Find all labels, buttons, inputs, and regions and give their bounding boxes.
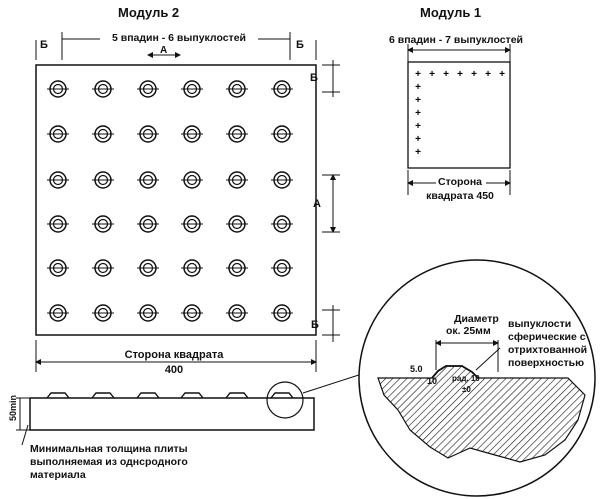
module2-plate bbox=[35, 64, 317, 336]
stud bbox=[92, 171, 114, 189]
section-bump bbox=[270, 392, 294, 399]
section-bumps bbox=[46, 392, 294, 399]
section-bump bbox=[180, 392, 204, 399]
stud bbox=[47, 80, 69, 98]
detail-desc-line4: поверхностью bbox=[508, 357, 584, 369]
module2-b-label-top-right: Б bbox=[310, 72, 318, 84]
module2-b-label-left: Б bbox=[40, 39, 48, 51]
plus-mark: + bbox=[457, 69, 463, 80]
detail-callout-circle bbox=[266, 381, 304, 419]
detail-desc-line3: отрихтованной bbox=[508, 344, 587, 356]
section-note-line1: Минимальная толщина плиты bbox=[30, 443, 188, 455]
detail-desc-line2: сферические с bbox=[508, 331, 586, 343]
stud bbox=[226, 304, 248, 322]
stud bbox=[271, 171, 293, 189]
detail-diam-line1: Диаметр bbox=[454, 313, 499, 325]
stud bbox=[226, 125, 248, 143]
stud bbox=[271, 215, 293, 233]
detail-diam-line2: ок. 25мм bbox=[446, 325, 491, 337]
module2-a-label-top: А bbox=[160, 45, 167, 56]
plus-mark: + bbox=[415, 134, 421, 145]
detail-desc-line1: выпуклости bbox=[508, 318, 571, 330]
stud bbox=[92, 259, 114, 277]
plus-mark: + bbox=[415, 69, 421, 80]
section-note-line2: выполняемая из однсродного bbox=[30, 456, 188, 468]
stud bbox=[271, 80, 293, 98]
plus-mark: + bbox=[415, 147, 421, 158]
plus-mark: + bbox=[429, 69, 435, 80]
module2-bottom-dim-line2: 400 bbox=[165, 364, 183, 376]
module2-a-label-side: А bbox=[313, 198, 321, 210]
stud bbox=[47, 304, 69, 322]
module1-side-line1: Сторона bbox=[438, 176, 482, 188]
stud bbox=[226, 171, 248, 189]
module1-plate bbox=[407, 61, 511, 169]
plus-mark: + bbox=[415, 121, 421, 132]
plus-mark: + bbox=[443, 69, 449, 80]
detail-dim-top: 5.0 bbox=[410, 364, 423, 374]
stud bbox=[181, 304, 203, 322]
section-thickness-label: 50min bbox=[8, 395, 18, 421]
plus-mark: + bbox=[499, 69, 505, 80]
stud bbox=[226, 259, 248, 277]
module2-bottom-dim-line1: Сторона квадрата bbox=[125, 349, 225, 361]
stud bbox=[137, 125, 159, 143]
stud bbox=[137, 304, 159, 322]
stud bbox=[47, 171, 69, 189]
stud bbox=[92, 125, 114, 143]
stud bbox=[271, 259, 293, 277]
module1-side-line2: квадрата 450 bbox=[426, 190, 494, 202]
plus-mark: + bbox=[415, 108, 421, 119]
module1-marks: + + + + + + + + + + + + + bbox=[415, 69, 505, 158]
stud bbox=[181, 259, 203, 277]
stud bbox=[226, 80, 248, 98]
module2-b-label-bottom-right: Б bbox=[311, 319, 319, 331]
detail-dim-left: 10 bbox=[427, 376, 437, 386]
module2-studs bbox=[47, 80, 293, 322]
module1-top-dim-label: 6 впадин - 7 выпуклостей bbox=[389, 34, 523, 46]
stud bbox=[181, 215, 203, 233]
stud bbox=[226, 215, 248, 233]
module1-title: Модуль 1 bbox=[420, 5, 481, 20]
stud bbox=[137, 171, 159, 189]
module2-b-label-right: Б bbox=[296, 39, 304, 51]
stud bbox=[137, 215, 159, 233]
detail-dim-right: рад. 10 bbox=[452, 374, 480, 383]
stud bbox=[47, 215, 69, 233]
plus-mark: + bbox=[485, 69, 491, 80]
stud bbox=[271, 304, 293, 322]
stud bbox=[92, 215, 114, 233]
stud bbox=[47, 259, 69, 277]
stud bbox=[92, 304, 114, 322]
section-note-line3: материала bbox=[30, 469, 86, 481]
stud bbox=[137, 80, 159, 98]
stud bbox=[181, 125, 203, 143]
section-bump bbox=[46, 392, 70, 399]
section-bump bbox=[91, 392, 115, 399]
detail-leader-line bbox=[302, 371, 369, 394]
plus-mark: + bbox=[471, 69, 477, 80]
section-bump bbox=[136, 392, 160, 399]
stud bbox=[137, 259, 159, 277]
stud bbox=[47, 125, 69, 143]
stud bbox=[181, 171, 203, 189]
module2-title: Модуль 2 bbox=[118, 5, 179, 20]
stud bbox=[181, 80, 203, 98]
section-bump bbox=[225, 392, 249, 399]
plus-mark: + bbox=[415, 95, 421, 106]
stud bbox=[271, 125, 293, 143]
detail-dim-small: ±0 bbox=[462, 385, 471, 394]
module2-top-dim-label: 5 впадин - 6 выпуклостей bbox=[112, 32, 246, 44]
plus-mark: + bbox=[415, 82, 421, 93]
plate-section bbox=[29, 397, 315, 431]
stud bbox=[92, 80, 114, 98]
